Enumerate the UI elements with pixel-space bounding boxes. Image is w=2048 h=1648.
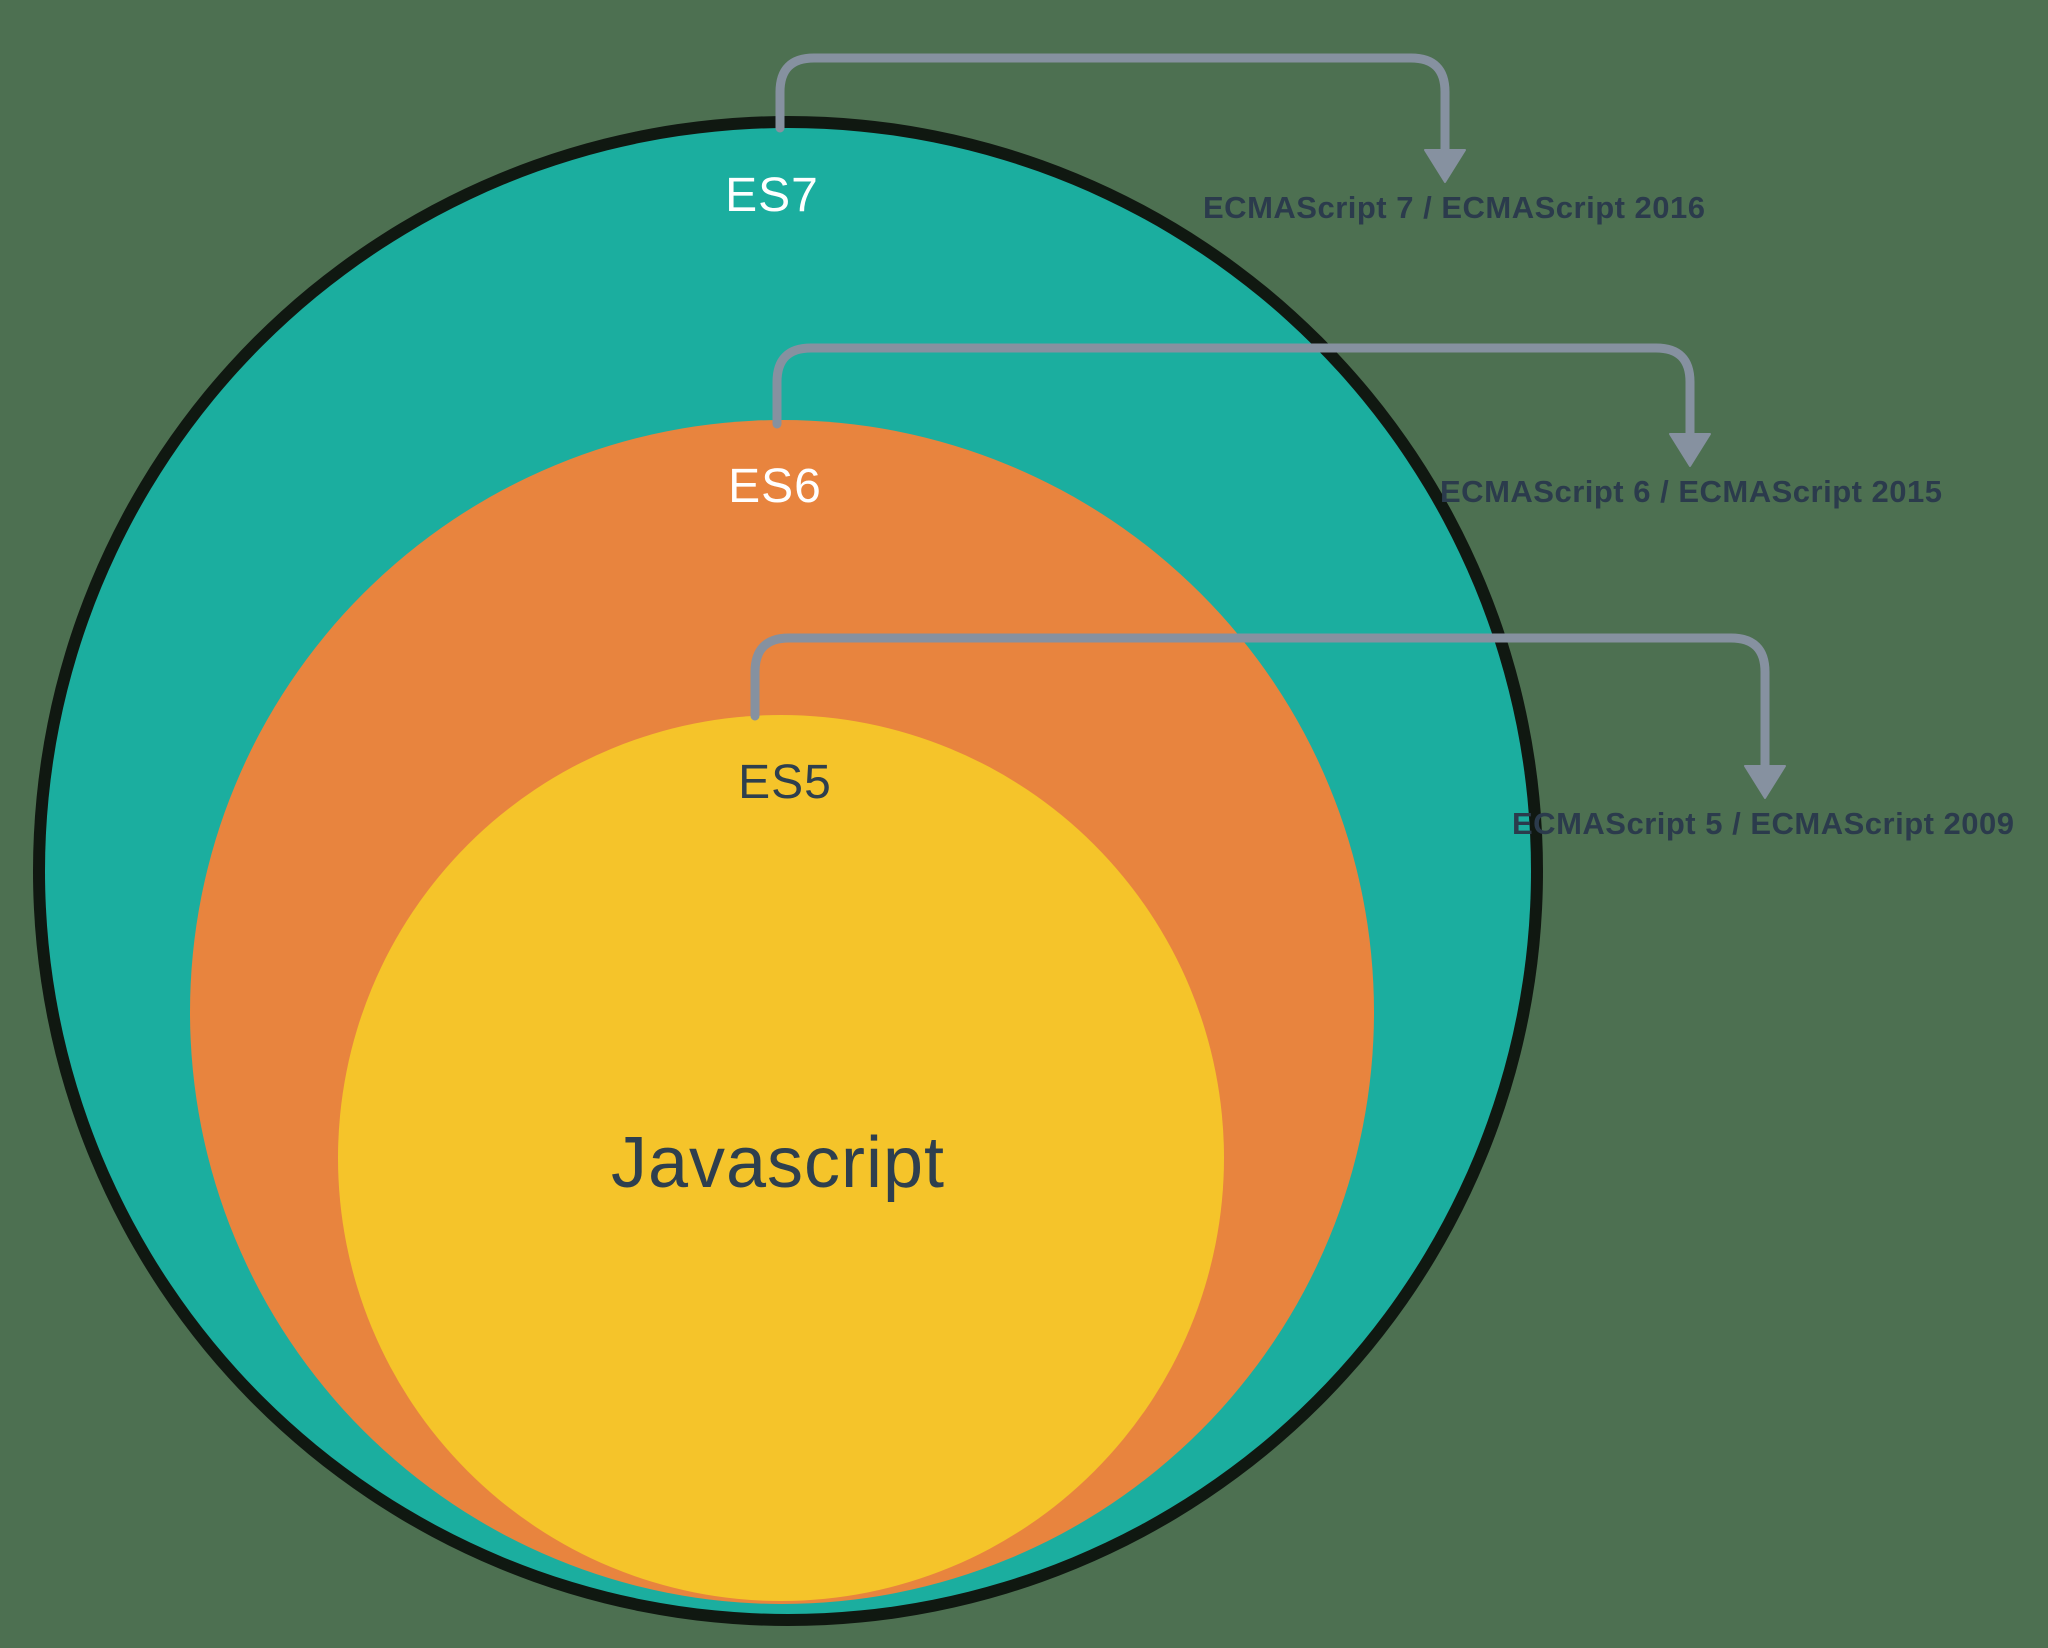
- es5-circle: [338, 715, 1224, 1601]
- es5-annotation: ECMAScript 5 / ECMAScript 2009: [1512, 806, 2015, 841]
- es5-label: ES5: [738, 756, 832, 809]
- javascript-label: Javascript: [610, 1123, 946, 1203]
- es7-annotation: ECMAScript 7 / ECMAScript 2016: [1203, 190, 1706, 225]
- es6-annotation: ECMAScript 6 / ECMAScript 2015: [1440, 474, 1943, 509]
- es6-label: ES6: [728, 460, 822, 513]
- es7-label: ES7: [725, 169, 819, 222]
